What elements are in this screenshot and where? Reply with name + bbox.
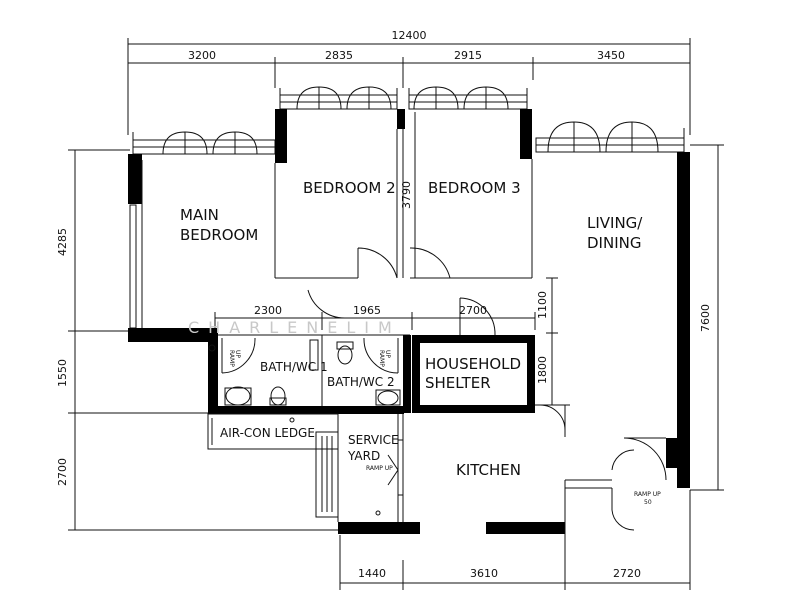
dim-top-3: 2915 [454, 49, 482, 62]
dim-top-4: 3450 [597, 49, 625, 62]
dim-left-1: 4285 [56, 228, 69, 256]
main-bedroom-door [307, 289, 346, 319]
label-living-dining-2: DINING [587, 234, 641, 252]
dim-right: 7600 [699, 304, 712, 332]
bedroom-2-door [357, 247, 398, 279]
label-service-yard-2: YARD [347, 449, 380, 463]
ramp-up-bath1-2: UP [234, 350, 241, 358]
dim-left-2: 1550 [56, 359, 69, 387]
bath-2-door [363, 337, 399, 374]
dim-bottom-3: 2720 [613, 567, 641, 580]
dimension-lines [68, 38, 724, 590]
dim-overall-top: 12400 [392, 29, 427, 42]
dim-bottom-2: 3610 [470, 567, 498, 580]
basin-icon-2 [377, 390, 399, 406]
dimension-labels: 12400 3200 2835 2915 3450 4285 1550 2700… [56, 29, 712, 580]
dim-inner-1: 2300 [254, 304, 282, 317]
dim-bottom-1: 1440 [358, 567, 386, 580]
gate-door [611, 449, 635, 531]
watermark: CHARLENELIM [188, 318, 401, 337]
toilet-icon-2 [337, 345, 353, 365]
label-kitchen: KITCHEN [456, 461, 521, 479]
label-air-con-ledge: AIR-CON LEDGE [220, 426, 315, 440]
dim-top-1: 3200 [188, 49, 216, 62]
service-yard-door [539, 404, 566, 431]
label-bedroom-3: BEDROOM 3 [428, 179, 521, 197]
basin-icon [225, 386, 251, 406]
ramp-up-entry-2: 50 [644, 499, 652, 506]
dim-inner-right-2: 1800 [536, 356, 549, 384]
shelter-door [459, 297, 496, 336]
label-bath-wc-2: BATH/WC 2 [327, 375, 395, 389]
main-entry-door [623, 437, 667, 481]
dim-bedroom3-depth: 3790 [400, 181, 413, 209]
room-labels: MAIN BEDROOM BEDROOM 2 BEDROOM 3 LIVING/… [180, 179, 643, 479]
door-swings [221, 247, 667, 531]
dim-left-3: 2700 [56, 458, 69, 486]
label-household-shelter-1: HOUSEHOLD [425, 355, 521, 373]
ramp-up-bath2-1: RAMP [378, 350, 385, 367]
label-bath-wc-1: BATH/WC 1 [260, 360, 328, 374]
ramp-up-entry-1: RAMP UP [634, 491, 661, 498]
label-household-shelter-2: SHELTER [425, 374, 491, 392]
dim-inner-3: 2700 [459, 304, 487, 317]
dim-inner-2: 1965 [353, 304, 381, 317]
bedroom-3-door [409, 247, 451, 279]
toilet-icon [270, 386, 286, 406]
ramp-up-service: RAMP UP [366, 465, 393, 472]
dim-inner-right-1: 1100 [536, 291, 549, 319]
dim-top-2: 2835 [325, 49, 353, 62]
ramp-up-bath1-1: RAMP [228, 350, 235, 367]
bath-1-door [221, 337, 256, 374]
ramp-up-bath2-2: UP [384, 350, 391, 358]
fixtures [208, 339, 401, 516]
label-living-dining-1: LIVING/ [587, 214, 643, 232]
label-main-bedroom-2: BEDROOM [180, 226, 258, 244]
label-service-yard-1: SERVICE [348, 433, 399, 447]
label-bedroom-2: BEDROOM 2 [303, 179, 396, 197]
label-main-bedroom-1: MAIN [180, 206, 219, 224]
annotations: RAMP UP RAMP UP 50 RAMP UP RAMP UP [228, 350, 661, 506]
